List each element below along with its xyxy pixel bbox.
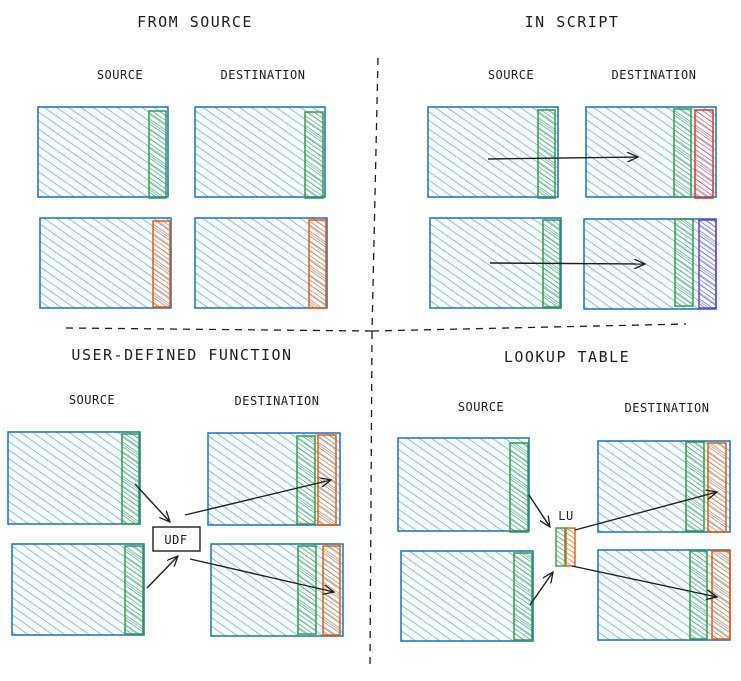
source-table-2 <box>39 217 172 309</box>
green-column <box>297 545 317 635</box>
green-column <box>674 218 694 307</box>
orange-column <box>308 219 327 309</box>
arrow-lu-in-1 <box>528 494 550 527</box>
source-label: SOURCE <box>488 68 534 82</box>
arrow-udf-out-1 <box>184 480 331 516</box>
green-column <box>685 441 705 532</box>
lookup-box: LU <box>555 509 576 567</box>
destination-table-1 <box>597 440 731 533</box>
destination-label: DESTINATION <box>612 68 697 82</box>
source-table-1 <box>397 437 530 533</box>
lu-label: LU <box>558 509 573 523</box>
udf-box: UDF <box>152 526 201 552</box>
destination-table-2 <box>210 543 344 637</box>
green-column <box>148 110 167 199</box>
section-title: LOOKUP TABLE <box>504 348 630 366</box>
orange-column <box>707 442 727 533</box>
orange-column <box>152 220 171 308</box>
source-label: SOURCE <box>97 68 143 82</box>
green-column <box>304 111 324 199</box>
arrow-lu-out-2 <box>571 565 717 597</box>
green-column <box>124 545 144 635</box>
green-column <box>296 435 316 525</box>
section-dividers <box>65 57 687 666</box>
arrow-udf-in-2 <box>146 556 178 589</box>
vertical-divider-bottom <box>369 331 373 666</box>
arrow-udf-in-1 <box>134 483 170 522</box>
orange-column <box>317 434 337 526</box>
lu-orange-column <box>565 527 576 567</box>
green-column <box>673 108 692 198</box>
arrow-lu-in-2 <box>529 572 553 606</box>
destination-table-1 <box>194 106 326 199</box>
destination-table-2 <box>194 217 328 309</box>
green-column <box>513 552 533 641</box>
source-table-1 <box>37 106 169 199</box>
red-column <box>694 109 714 199</box>
arrow-lu-out-1 <box>574 492 717 531</box>
destination-label: DESTINATION <box>221 68 306 82</box>
destination-table-1 <box>207 432 341 526</box>
source-label: SOURCE <box>69 393 115 407</box>
udf-label: UDF <box>164 533 187 547</box>
source-table-2 <box>400 550 534 642</box>
section-title: FROM SOURCE <box>137 13 253 31</box>
lu-green-column <box>555 527 566 567</box>
horizontal-divider-left <box>65 327 373 332</box>
green-column <box>509 442 529 533</box>
vertical-divider-top <box>371 57 379 333</box>
source-table-1 <box>427 106 559 199</box>
arrow-script-2 <box>489 263 645 264</box>
destination-table-1 <box>585 106 717 199</box>
green-column <box>121 433 140 525</box>
section-in-script: IN SCRIPT SOURCE DESTINATION <box>427 13 717 310</box>
section-udf: USER-DEFINED FUNCTION SOURCE DESTINATION… <box>7 346 344 637</box>
destination-label: DESTINATION <box>625 401 710 415</box>
green-column <box>537 109 556 199</box>
section-lookup: LOOKUP TABLE SOURCE DESTINATION LU <box>397 348 731 642</box>
section-title: IN SCRIPT <box>525 13 620 31</box>
source-label: SOURCE <box>458 400 504 414</box>
arrow-udf-out-2 <box>189 558 334 592</box>
orange-column <box>711 550 731 640</box>
section-title: USER-DEFINED FUNCTION <box>71 346 292 364</box>
destination-label: DESTINATION <box>235 394 320 408</box>
source-table-1 <box>7 431 141 525</box>
source-table-2 <box>11 543 145 636</box>
horizontal-divider-right <box>371 323 687 332</box>
section-from-source: FROM SOURCE SOURCE DESTINATION <box>37 13 328 309</box>
purple-column <box>698 219 717 309</box>
arrow-script-1 <box>487 157 638 159</box>
